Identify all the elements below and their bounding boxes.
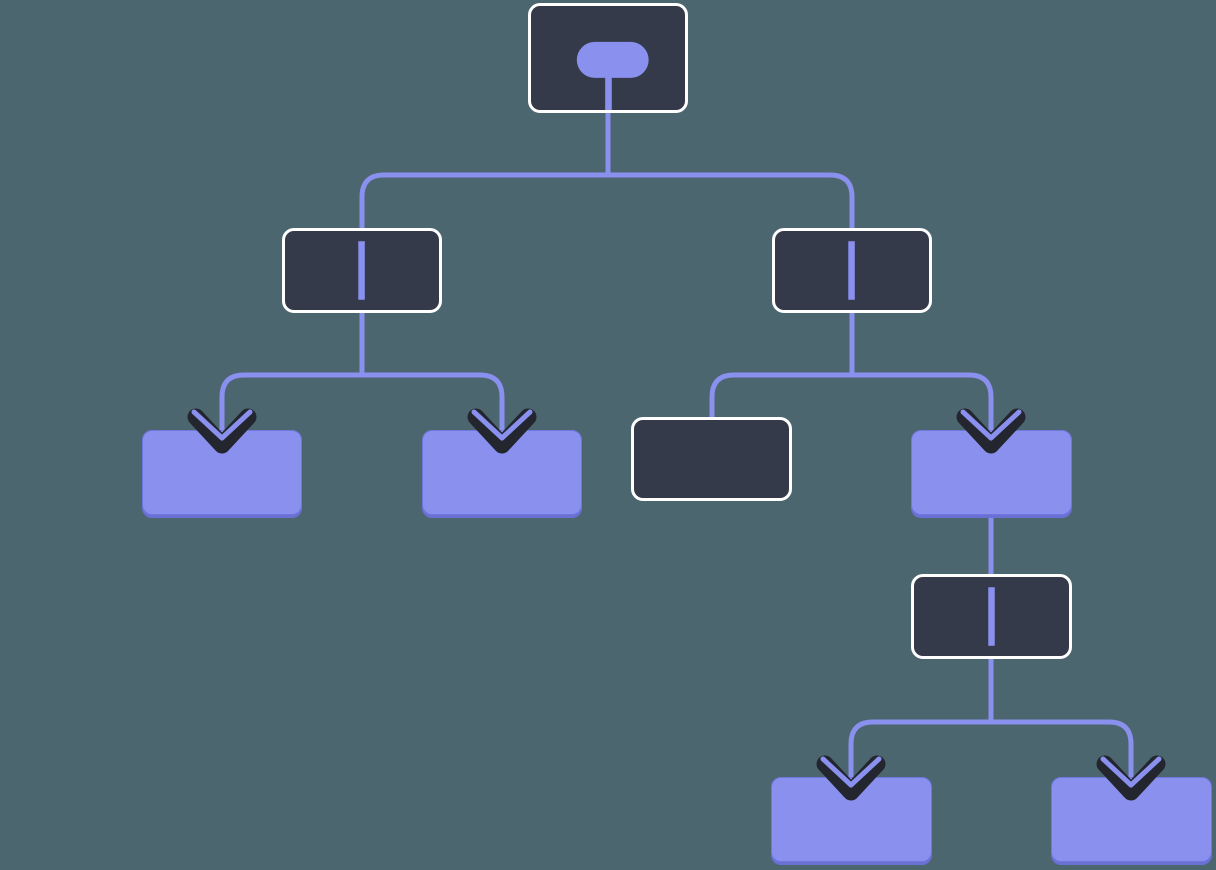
pass-through-marker-icon [848, 241, 855, 300]
root-marker-icon [576, 41, 649, 110]
edge-branch-left-to-leaf-2 [362, 372, 505, 440]
branch-node-deep[interactable] [911, 574, 1072, 659]
edge-split-to-branch-left [359, 172, 608, 230]
edge-branch-deep-to-leaf-3 [848, 719, 991, 787]
edge-branch-right-to-mid [852, 372, 994, 440]
branch-node-right[interactable] [772, 228, 932, 313]
intermediate-node-accent[interactable] [911, 430, 1072, 515]
leaf-node-2[interactable] [422, 430, 582, 515]
edge-branch-left-to-leaf-1 [219, 372, 362, 440]
pass-through-marker-icon [988, 587, 995, 646]
edge-branch-right-to-terminal [709, 372, 852, 418]
pass-through-marker-icon [358, 241, 365, 300]
leaf-node-1[interactable] [142, 430, 302, 515]
edge-split-to-branch-right [608, 172, 855, 230]
edge-branch-deep-to-leaf-4 [991, 719, 1134, 787]
terminal-node-dark[interactable] [631, 417, 792, 501]
leaf-node-4[interactable] [1051, 777, 1212, 862]
root-node[interactable] [528, 3, 688, 113]
leaf-node-3[interactable] [771, 777, 932, 862]
branch-node-left[interactable] [282, 228, 442, 313]
